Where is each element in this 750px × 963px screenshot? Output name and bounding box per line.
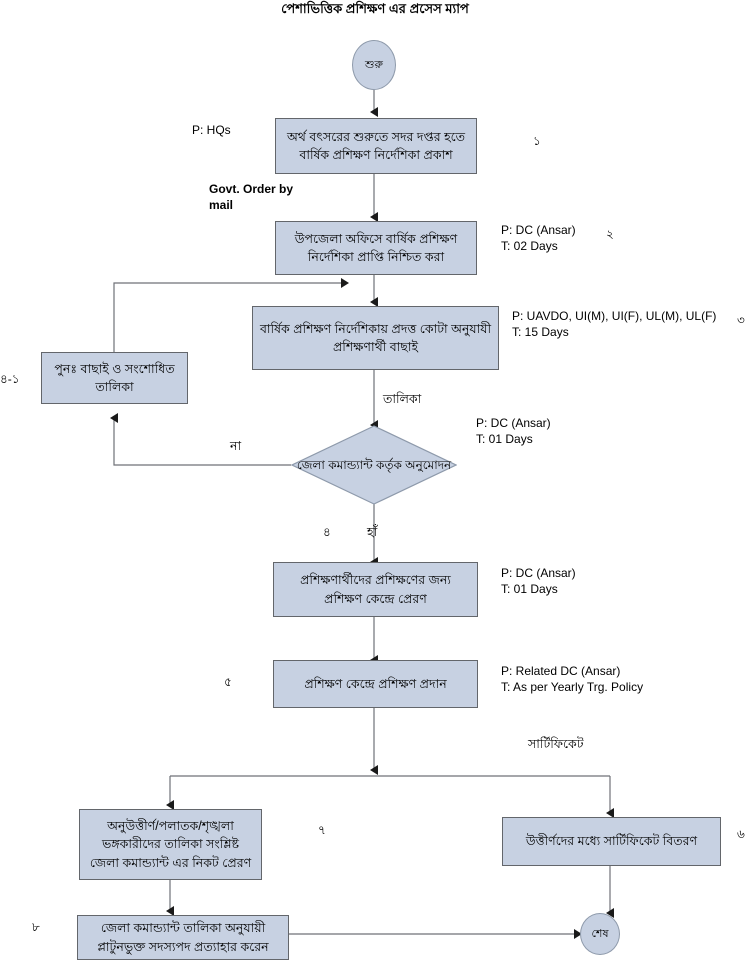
- edge-label-no: না: [230, 439, 242, 453]
- node-step-5-label: প্রশিক্ষণার্থীদের প্রশিক্ষণের জন্য প্রশি…: [300, 573, 451, 606]
- step-number-7: ৭: [318, 823, 326, 837]
- node-decision-label: জেলা কমান্ড্যান্ট কর্তৃক অনুমোদন: [296, 458, 452, 472]
- step-number-1: ১: [533, 134, 541, 148]
- node-end-label: শেষ: [591, 927, 609, 940]
- annotation-step-5-performer-time: P: DC (Ansar) T: 01 Days: [501, 566, 576, 596]
- node-step-2-label: উপজেলা অফিসে বার্ষিক প্রশিক্ষণ নির্দেশিক…: [294, 231, 458, 264]
- annotation-decision-performer-time: P: DC (Ansar) T: 01 Days: [476, 416, 551, 446]
- annotation-step-1-performer: P: HQs: [192, 123, 231, 137]
- step-number-6: ৬: [737, 827, 745, 841]
- node-step-6-label: প্রশিক্ষণ কেন্দ্রে প্রশিক্ষণ প্রদান: [304, 676, 447, 691]
- step-number-3: ৩: [737, 313, 745, 327]
- node-step-1: অর্থ বৎসরের শুরুতে সদর দপ্তর হতে বার্ষিক…: [275, 118, 477, 174]
- node-step-6: প্রশিক্ষণ কেন্দ্রে প্রশিক্ষণ প্রদান: [273, 660, 478, 708]
- node-reselect: পুনঃ বাছাই ও সংশোধিত তালিকা: [41, 352, 188, 404]
- annotation-step-6-performer-time: P: Related DC (Ansar) T: As per Yearly T…: [501, 664, 644, 694]
- step-number-5: ৫: [224, 675, 232, 689]
- node-start: শুরু: [352, 40, 396, 90]
- page-title: পেশাভিত্তিক প্রশিক্ষণ এর প্রসেস ম্যাপ: [281, 1, 469, 16]
- annotation-govt-order: Govt. Order by mail: [209, 182, 294, 212]
- step-number-4: ৪: [323, 525, 331, 539]
- edge-label-list: তালিকা: [383, 392, 422, 406]
- node-step-1-label: অর্থ বৎসরের শুরুতে সদর দপ্তর হতে বার্ষিক…: [286, 129, 466, 162]
- node-fail-list: অনুউত্তীর্ণ/পলাতক/শৃঙ্খলা ভঙ্গকারীদের তা…: [79, 809, 262, 880]
- node-fail-list-label: অনুউত্তীর্ণ/পলাতক/শৃঙ্খলা ভঙ্গকারীদের তা…: [89, 819, 252, 870]
- node-decision: জেলা কমান্ড্যান্ট কর্তৃক অনুমোদন: [291, 425, 457, 505]
- node-step-3: বার্ষিক প্রশিক্ষণ নির্দেশিকায় প্রদত্ত ক…: [252, 306, 499, 370]
- step-number-2: ২: [606, 227, 614, 241]
- edge-label-certificate: সার্টিফিকেট: [528, 737, 584, 751]
- node-reselect-label: পুনঃ বাছাই ও সংশোধিত তালিকা: [54, 361, 175, 394]
- node-certificate: উত্তীর্ণদের মধ্যে সার্টিফিকেট বিতরণ: [502, 817, 721, 866]
- node-start-label: শুরু: [365, 58, 383, 71]
- edge-label-yes: হাঁ: [367, 525, 378, 539]
- annotation-step-2-performer-time: P: DC (Ansar) T: 02 Days: [501, 223, 576, 253]
- node-withdraw-label: জেলা কমান্ড্যান্ট তালিকা অনুযায়ী প্লাটু…: [97, 921, 269, 954]
- node-step-3-label: বার্ষিক প্রশিক্ষণ নির্দেশিকায় প্রদত্ত ক…: [259, 321, 492, 354]
- node-step-5: প্রশিক্ষণার্থীদের প্রশিক্ষণের জন্য প্রশি…: [273, 562, 478, 617]
- annotation-step-3-performer-time: P: UAVDO, UI(M), UI(F), UL(M), UL(F) T: …: [512, 309, 717, 339]
- node-step-2: উপজেলা অফিসে বার্ষিক প্রশিক্ষণ নির্দেশিক…: [275, 221, 477, 275]
- node-withdraw: জেলা কমান্ড্যান্ট তালিকা অনুযায়ী প্লাটু…: [77, 915, 289, 960]
- step-number-4-1: ৪-১: [0, 372, 20, 386]
- step-number-8: ৮: [32, 920, 40, 934]
- diamond-shape: [291, 425, 457, 505]
- node-end: শেষ: [580, 913, 620, 955]
- node-certificate-label: উত্তীর্ণদের মধ্যে সার্টিফিকেট বিতরণ: [525, 834, 698, 849]
